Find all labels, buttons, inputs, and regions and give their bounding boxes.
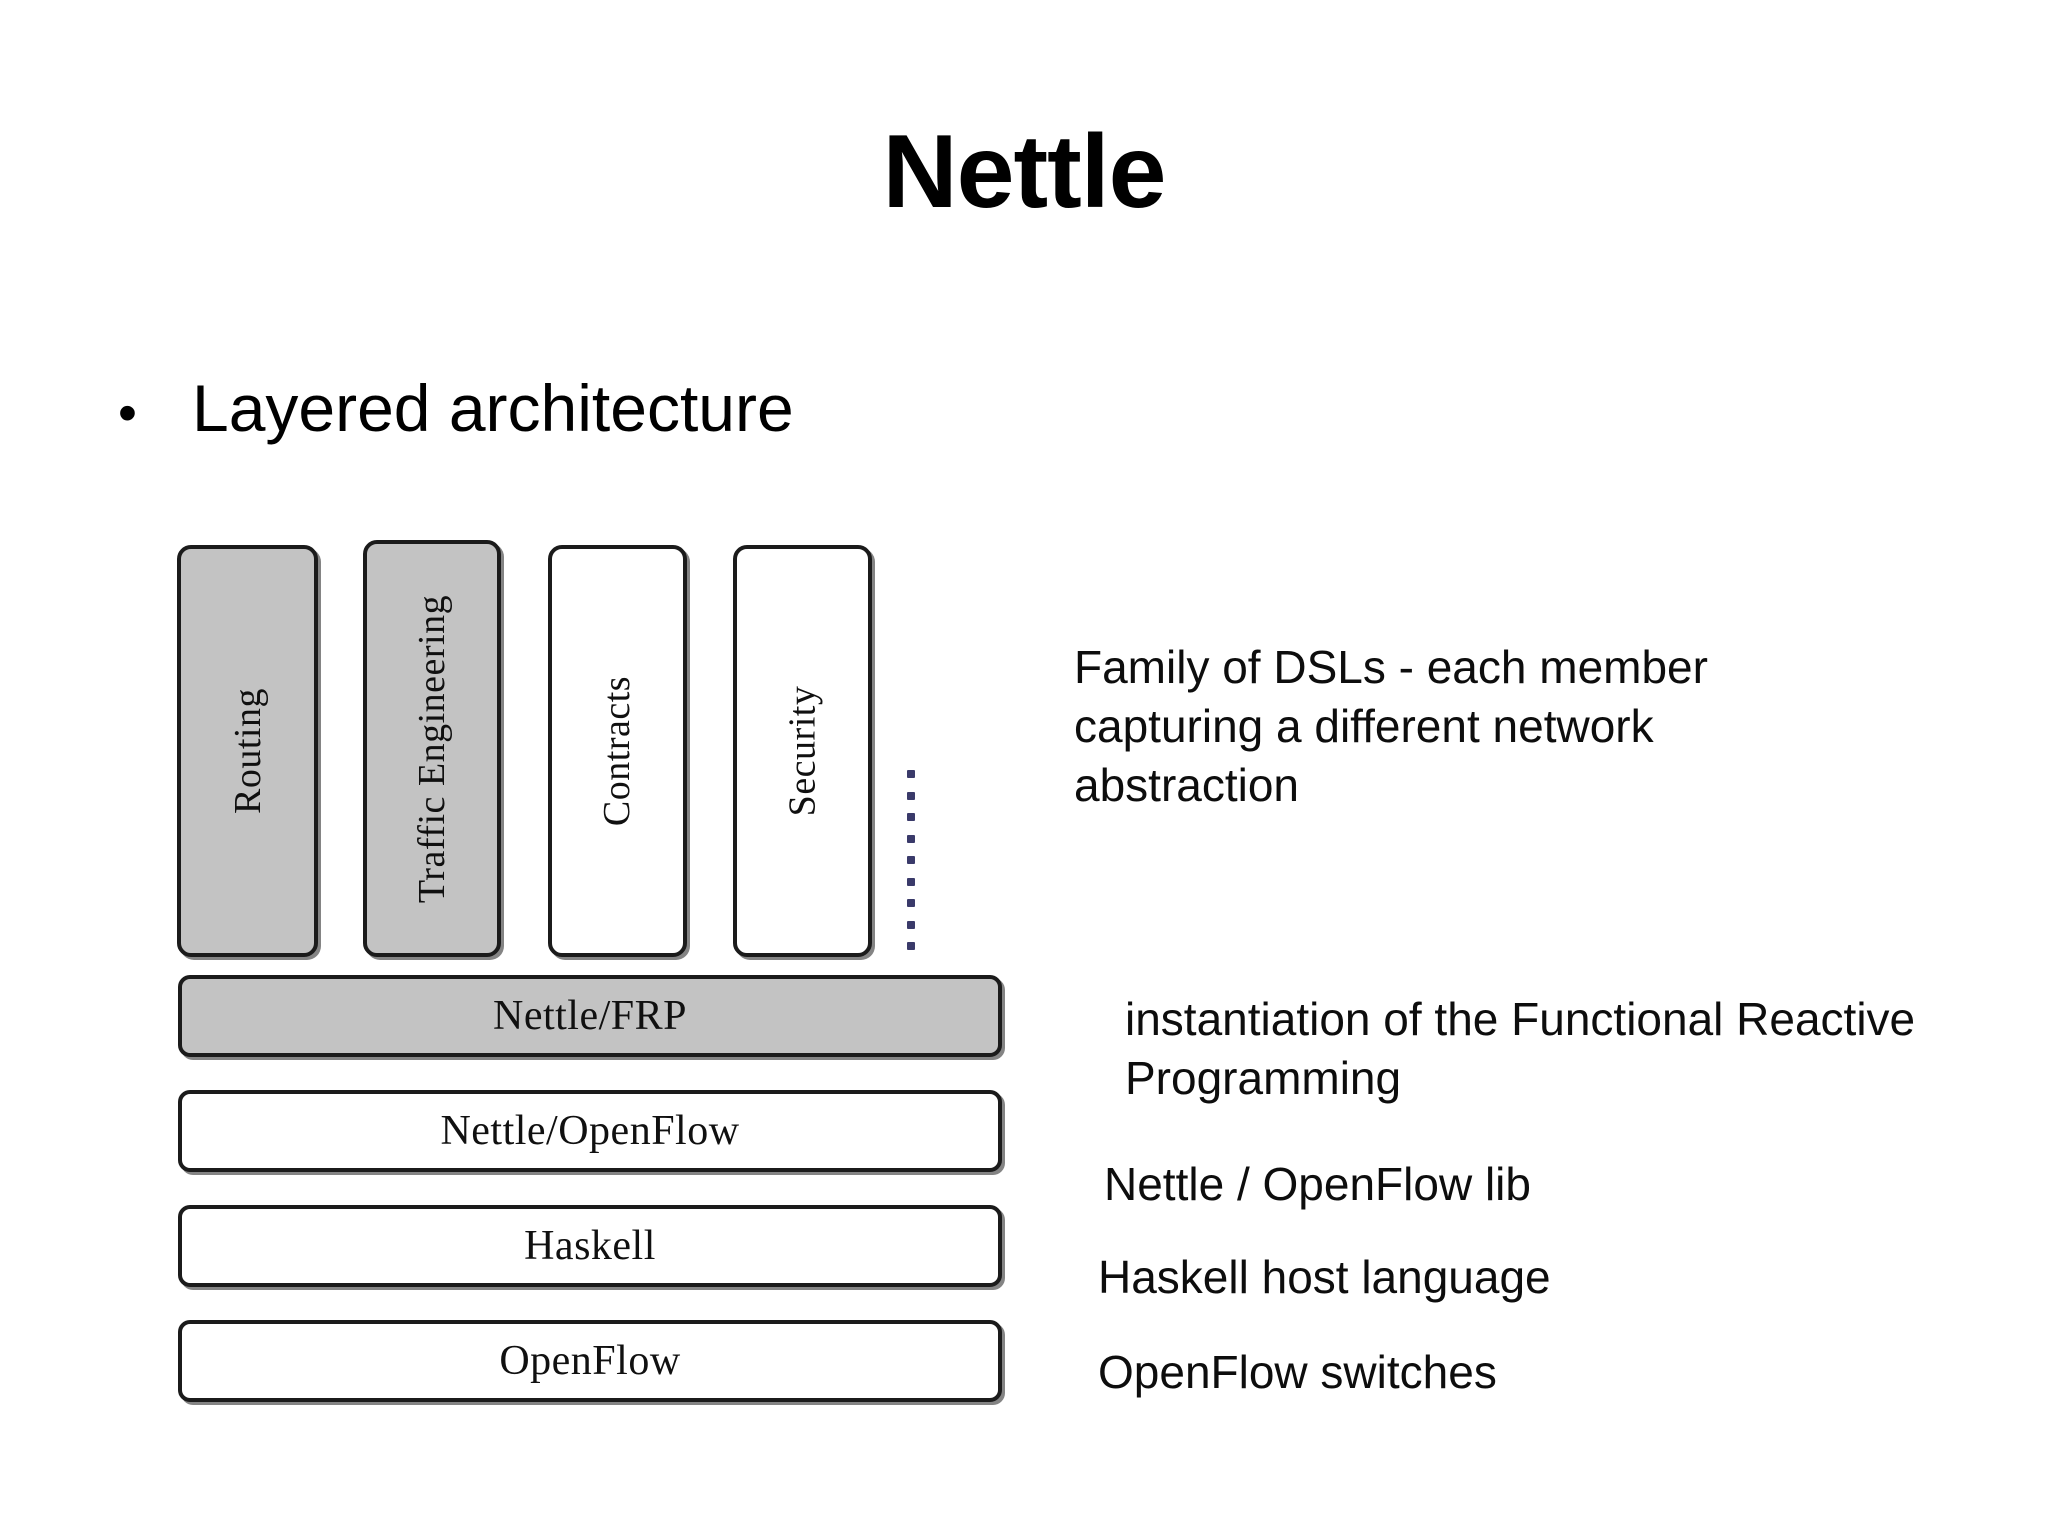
dsl-box-security[interactable]: Security [733,545,872,957]
layer-bar-label: Nettle/FRP [492,993,688,1039]
ellipsis-dot [907,834,915,843]
ellipsis-dot [907,770,915,778]
layer-bar-label: OpenFlow [499,1338,681,1384]
dsl-box-contracts[interactable]: Contracts [548,545,687,957]
dsl-box-routing[interactable]: Routing [177,545,318,957]
layer-bar-openflow[interactable]: OpenFlow [178,1320,1002,1402]
dsl-box-traffic-engineering[interactable]: Traffic Engineering [363,540,501,957]
ellipsis-dot [907,899,915,907]
annotation-haskell: Haskell host language [1098,1251,1551,1303]
bullet-marker-icon: • [118,383,137,443]
annotation-openflow-lib: Nettle / OpenFlow lib [1104,1158,1531,1210]
layer-bar-nettle-openflow[interactable]: Nettle/OpenFlow [178,1090,1002,1172]
bullet-item: • Layered architecture [118,375,794,441]
layer-bar-label: Nettle/OpenFlow [440,1108,740,1154]
layer-bar-haskell[interactable]: Haskell [178,1205,1002,1287]
ellipsis-dot [907,856,915,864]
annotation-switches: OpenFlow switches [1098,1346,1497,1398]
vertical-ellipsis-icon [903,770,919,950]
ellipsis-dot [907,877,915,886]
annotation-dsl-family: Family of DSLs - each member capturing a… [1074,641,1708,811]
dsl-box-label: Routing [226,688,269,814]
dsl-box-label: Traffic Engineering [411,594,453,903]
page-title: Nettle [882,114,1167,230]
dsl-box-label: Security [781,685,824,817]
ellipsis-dot [907,942,915,950]
layered-architecture-diagram: Routing Traffic Engineering Contracts Se… [177,540,1002,1402]
layer-bar-nettle-frp[interactable]: Nettle/FRP [178,975,1002,1057]
annotation-frp: instantiation of the Functional Reactive… [1125,993,1916,1104]
ellipsis-dot [907,791,915,800]
ellipsis-dot [907,920,915,929]
layer-bar-label: Haskell [524,1223,656,1269]
ellipsis-dot [907,813,915,821]
dsl-box-label: Contracts [596,675,639,827]
bullet-label: Layered architecture [192,371,794,445]
